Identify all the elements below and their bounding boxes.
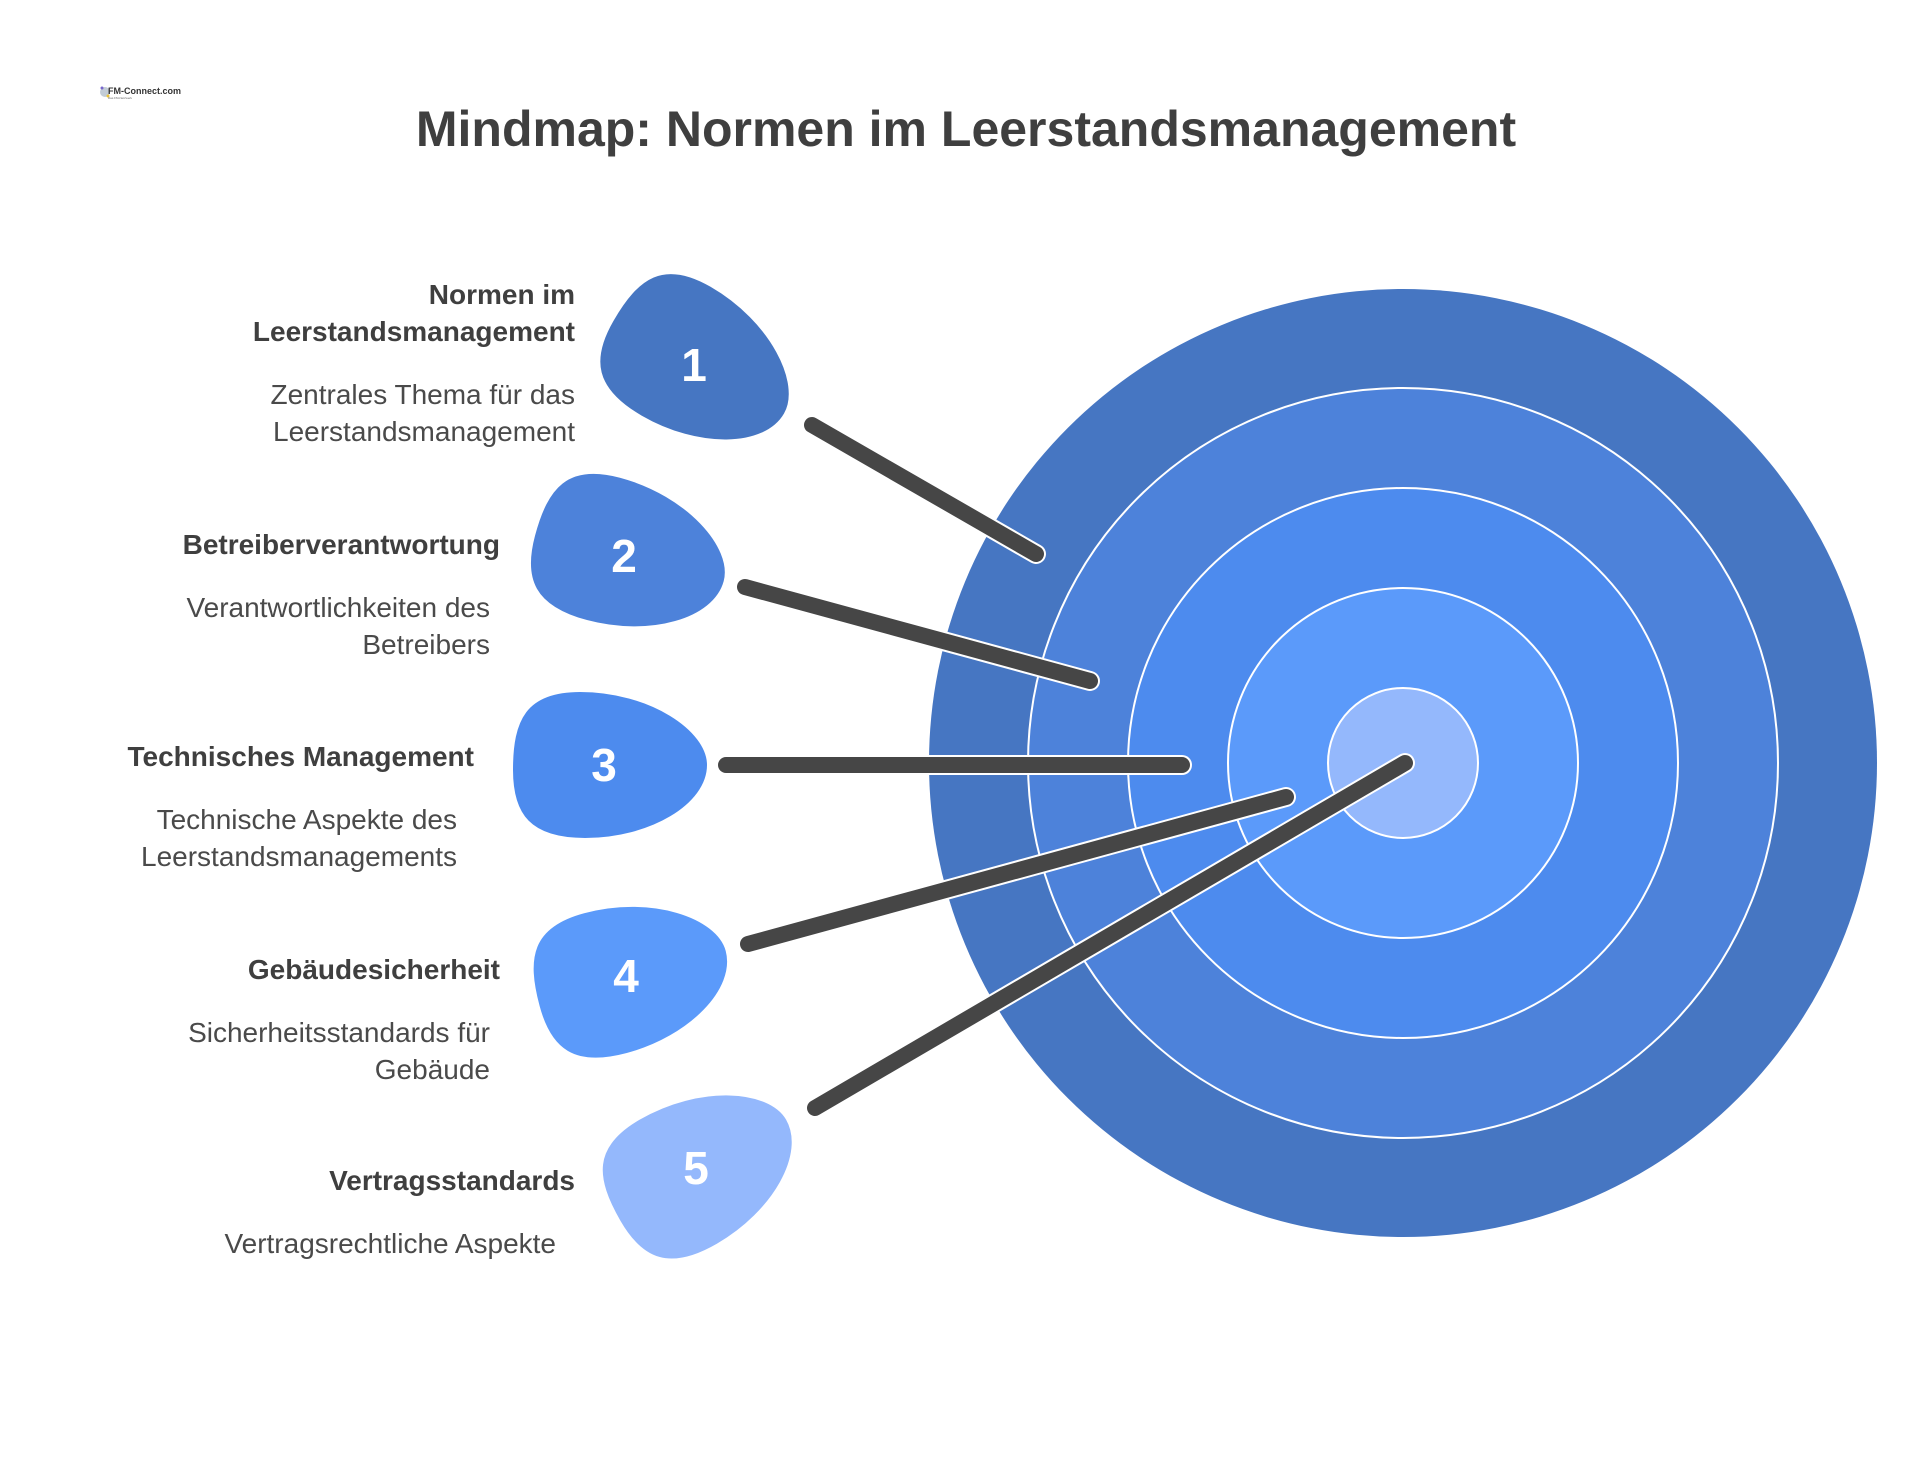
dart-5: 5 (600, 753, 1415, 1261)
item-5-description: Vertragsrechtliche Aspekte (224, 1228, 556, 1259)
dart-shaft (804, 417, 1044, 562)
dart-head (528, 471, 727, 629)
logo: FM-Connect.com Das FM-Netzwerk (98, 80, 181, 106)
item-4-heading: Gebäudesicherheit (247, 954, 500, 985)
logo-subtitle: Das FM-Netzwerk (108, 96, 133, 100)
item-3-heading: Technisches Management (127, 741, 474, 772)
item-3-text: Technisches Management Technische Aspekt… (128, 738, 474, 875)
item-4-text: Gebäudesicherheit Sicherheitsstandards f… (188, 951, 500, 1088)
dart-1: 1 (598, 271, 1046, 564)
dart-number: 1 (681, 339, 707, 391)
dart-head (598, 271, 791, 442)
item-2-heading: Betreiberverantwortung (182, 529, 500, 560)
dart-4: 4 (531, 787, 1296, 1060)
dart-shaft (807, 755, 1413, 1116)
dart-number: 3 (591, 739, 617, 791)
dart-shaft (740, 789, 1294, 952)
dart-number: 5 (683, 1142, 709, 1194)
page-title: Mindmap: Normen im Leerstandsmanagement (415, 101, 1517, 157)
dart-shaft (737, 579, 1098, 689)
dart-2: 2 (528, 471, 1100, 691)
logo-text: FM-Connect.com (108, 86, 181, 96)
dart-3: 3 (510, 689, 1192, 841)
item-2-text: Betreiberverantwortung Verantwortlichkei… (183, 526, 500, 663)
item-5-text: Vertragsstandards Vertragsrechtliche Asp… (224, 1162, 575, 1262)
dart-number: 2 (611, 530, 637, 582)
dart-number: 4 (613, 950, 639, 1002)
dart-head (600, 1093, 794, 1261)
dart-head (510, 689, 710, 841)
item-5-heading: Vertragsstandards (329, 1165, 575, 1196)
dart-head (531, 904, 730, 1060)
logo-star-icon (100, 86, 110, 98)
